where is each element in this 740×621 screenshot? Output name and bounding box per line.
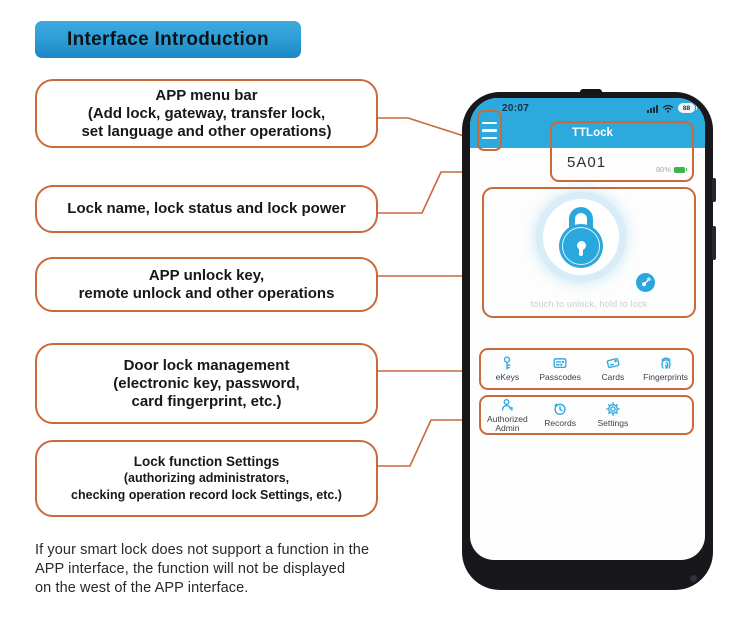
callout-line: card fingerprint, etc.): [131, 392, 282, 410]
unlock-area-highlight: touch to unlock, hold to lock: [482, 187, 696, 318]
app-header: [470, 98, 705, 148]
menu-item-ekeys[interactable]: eKeys: [481, 355, 534, 383]
menu-item-records[interactable]: Records: [534, 401, 587, 429]
callout-app-unlock-key: APP unlock key, remote unlock and other …: [35, 257, 378, 312]
phone-top-speaker: [580, 89, 602, 95]
status-bar: 20:07 88: [470, 100, 705, 116]
settings-icon: [606, 402, 620, 417]
status-time: 20:07: [502, 102, 530, 114]
passcode-icon: [553, 358, 567, 369]
status-battery: 88: [678, 103, 697, 113]
menu-row-1-highlight: eKeys Passcodes: [479, 348, 694, 390]
callout-line: (authorizing administrators,: [123, 471, 290, 486]
callout-app-menu-bar: APP menu bar (Add lock, gateway, transfe…: [35, 79, 378, 148]
lock-battery: 80%: [656, 165, 687, 174]
wifi-icon: [662, 104, 674, 113]
unlock-hint: touch to unlock, hold to lock: [530, 299, 648, 309]
menu-item-passcodes[interactable]: Passcodes: [534, 355, 587, 383]
menu-row-2-highlight: Authorized Admin Records: [479, 395, 694, 435]
callout-line: (electronic key, password,: [113, 374, 300, 392]
footnote-text: If your smart lock does not support a fu…: [35, 542, 370, 596]
callout-line: Lock name, lock status and lock power: [67, 200, 346, 217]
records-icon: [554, 403, 566, 416]
menu-item-fingerprints[interactable]: Fingerprints: [639, 355, 692, 383]
power-button: [712, 226, 716, 260]
fingerprint-icon: [660, 357, 671, 370]
phone-mockup: 20:07 88 TTLock 5A01: [462, 89, 716, 590]
signal-bars-icon: [647, 104, 658, 113]
callout-lock-name-status-power: Lock name, lock status and lock power: [35, 185, 378, 233]
callout-line: APP menu bar: [155, 86, 258, 104]
padlock-icon: [569, 206, 593, 229]
callout-line: checking operation record lock Settings,…: [71, 487, 342, 502]
menu-item-authorized-admin[interactable]: Authorized Admin: [481, 397, 534, 434]
callout-door-lock-management: Door lock management (electronic key, pa…: [35, 343, 378, 424]
card-icon: [606, 358, 620, 369]
lock-info-highlight: TTLock 5A01 80%: [550, 121, 694, 182]
callout-line: Lock function Settings: [133, 453, 280, 469]
key-icon: [504, 356, 511, 370]
callout-line: Door lock management: [123, 356, 290, 374]
lock-battery-icon: [674, 166, 687, 173]
admin-icon: [502, 398, 514, 411]
callout-line: (Add lock, gateway, transfer lock,: [87, 104, 326, 122]
unlock-dial-button[interactable]: [536, 192, 626, 282]
remote-unlock-icon[interactable]: [636, 273, 655, 292]
hamburger-menu-icon[interactable]: [477, 110, 502, 151]
front-camera-dot: [690, 575, 697, 582]
keyhole-icon: [576, 241, 586, 256]
callout-lock-function-settings: Lock function Settings (authorizing admi…: [35, 440, 378, 517]
callout-line: remote unlock and other operations: [78, 284, 335, 302]
volume-button: [712, 178, 716, 202]
callout-line: set language and other operations): [81, 122, 332, 140]
menu-item-cards[interactable]: Cards: [587, 355, 640, 383]
phone-screen: 20:07 88 TTLock 5A01: [470, 98, 705, 560]
app-title: TTLock: [572, 127, 613, 139]
callout-line: APP unlock key,: [148, 266, 265, 284]
page-title: Interface Introduction: [35, 21, 301, 58]
lock-name[interactable]: 5A01: [567, 154, 607, 171]
menu-item-settings[interactable]: Settings: [587, 401, 640, 429]
